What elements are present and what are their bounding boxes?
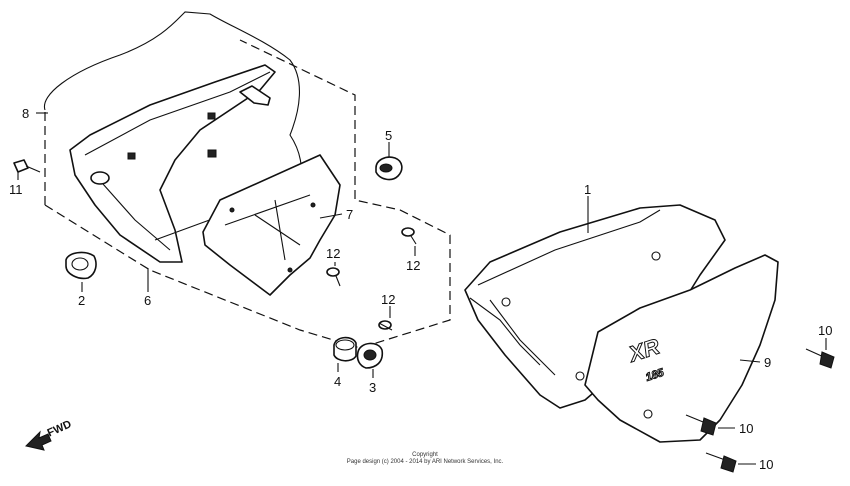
callout-10-bottom: 10 — [759, 457, 773, 472]
copyright-line-2: Page design (c) 2004 - 2014 by ARI Netwo… — [346, 459, 504, 465]
callout-12-right: 12 — [406, 258, 420, 273]
callout-4: 4 — [334, 374, 341, 389]
inner-panel-hole-2 — [310, 202, 316, 208]
bolt-11 — [13, 159, 41, 173]
callout-10-top: 10 — [818, 323, 832, 338]
cover-rod — [154, 217, 216, 241]
callout-7: 7 — [346, 207, 353, 222]
right-cover-hole-3 — [575, 371, 585, 381]
callout-8: 8 — [22, 106, 29, 121]
grommet-mount-left — [90, 171, 110, 185]
right-cover-hole-1 — [501, 297, 511, 307]
screw-12-b — [401, 227, 417, 245]
callout-5: 5 — [385, 128, 392, 143]
grommet-5-hole — [379, 163, 393, 173]
callout-1: 1 — [584, 182, 591, 197]
left-side-cover — [69, 64, 276, 263]
left-side-cover-inner — [84, 71, 271, 251]
emblem-plate-hole — [643, 409, 653, 419]
right-side-cover-rim — [469, 297, 541, 366]
bolt-10-b — [685, 414, 717, 436]
mount-boss-2 — [127, 152, 136, 160]
emblem-plate — [584, 254, 779, 443]
inner-panel-rib — [224, 194, 311, 261]
callout-12-left: 12 — [326, 246, 340, 261]
assembly-frame-outline — [44, 39, 451, 349]
grommet-2-hole — [71, 257, 89, 271]
callout-10-middle: 10 — [739, 421, 753, 436]
inner-panel-hole-3 — [229, 207, 235, 213]
leader-lines — [17, 112, 827, 465]
bolt-10-c — [705, 452, 737, 473]
callout-12-lower: 12 — [381, 292, 395, 307]
emblem-size-text: 185 — [644, 366, 666, 383]
inner-panel-hole-1 — [287, 267, 293, 273]
bolt-10-a — [805, 348, 835, 369]
collar-4-top — [335, 339, 355, 351]
seat-latch-tab — [239, 85, 271, 106]
callout-9: 9 — [764, 355, 771, 370]
mount-boss-3 — [207, 112, 216, 120]
callout-11: 11 — [9, 182, 23, 197]
screw-12-a — [326, 267, 341, 287]
copyright-line-1: Copyright — [412, 452, 438, 458]
screw-12-c — [378, 320, 393, 331]
right-side-cover-edge — [477, 209, 661, 376]
callout-6: 6 — [144, 293, 151, 308]
mount-boss-1 — [207, 149, 217, 158]
inner-panel — [202, 154, 341, 296]
right-cover-hole-2 — [651, 251, 661, 261]
grommet-3-hole — [363, 349, 377, 361]
seat-outline — [43, 11, 302, 186]
callout-3: 3 — [369, 380, 376, 395]
callout-2: 2 — [78, 293, 85, 308]
forward-arrow-icon — [25, 430, 52, 451]
